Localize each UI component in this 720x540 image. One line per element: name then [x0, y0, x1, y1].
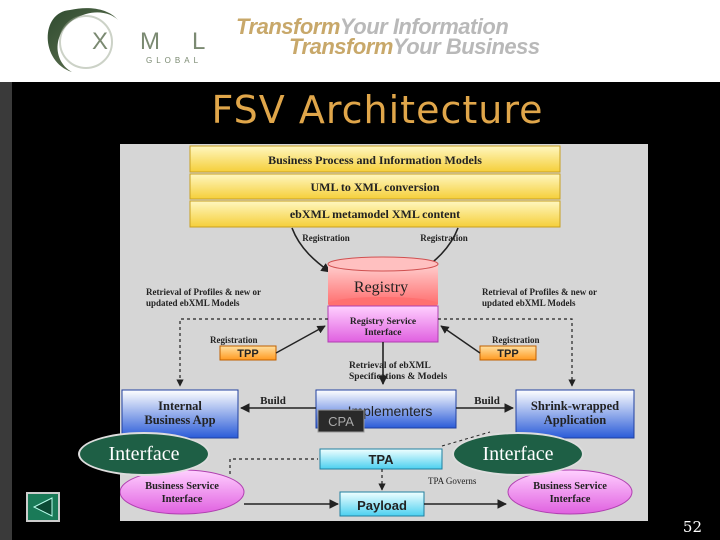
- model-box-3: [189, 200, 561, 228]
- model-box-3-label: ebXML metamodel XML content: [290, 207, 460, 221]
- bsi-oval-left: [120, 469, 245, 515]
- tagline-line-1: TransformYour Information: [236, 14, 509, 40]
- back-arrow-icon: [32, 497, 53, 517]
- tpp-label-left: TPP: [237, 348, 258, 360]
- xml-global-logo: XML GLOBAL: [0, 0, 215, 82]
- tpp-arrow-left: [275, 325, 326, 354]
- tpa-box: [319, 448, 443, 470]
- registration-label-left: Registration: [302, 233, 350, 243]
- tpa-dotted-left: [229, 458, 318, 474]
- tpa-dotted-link: [441, 431, 491, 447]
- tagline-2-transform: Transform: [289, 34, 393, 59]
- build-label-right: Build: [474, 395, 500, 407]
- logo-mark: XML: [92, 28, 238, 55]
- logo-swoosh-icon: [47, 8, 118, 72]
- tpp-arrow-right: [440, 325, 481, 354]
- payload-box: [339, 491, 425, 517]
- implementers-label: Implementers: [348, 403, 433, 419]
- tpa-label: TPA: [368, 452, 394, 467]
- shrink-wrapped-app-box: [515, 389, 635, 439]
- registration-tpp-left-label: Registration: [210, 335, 258, 345]
- tagline-1-rest: Your Information: [339, 14, 509, 39]
- registration-tpp-right-label: Registration: [492, 335, 540, 345]
- left-edge-strip: [0, 82, 12, 540]
- registration-label-right: Registration: [420, 233, 468, 243]
- tpp-label-right: TPP: [497, 348, 518, 360]
- slide-title: FSV Architecture: [211, 88, 544, 132]
- model-box-1: [189, 145, 561, 173]
- interface-oval-right: Interface: [452, 432, 584, 476]
- tagline-2-rest: Your Business: [392, 34, 540, 59]
- retrieval-dotted-left: [176, 318, 328, 387]
- cpa-label: CPA: [328, 414, 354, 429]
- interface-oval-left: Interface: [78, 432, 210, 476]
- tagline-1-transform: Transform: [236, 14, 340, 39]
- payload-label: Payload: [357, 498, 407, 513]
- registry-label: Registry: [354, 279, 408, 296]
- bsi-oval-right: [507, 469, 633, 515]
- page-number: 52: [682, 518, 702, 536]
- tpa-governs-label: TPA Governs: [428, 476, 477, 486]
- registration-arrow-left: [291, 227, 331, 273]
- tagline-line-2: TransformYour Business: [289, 34, 540, 60]
- build-label-left: Build: [260, 395, 286, 407]
- model-box-2: [189, 173, 561, 200]
- logo-subtext: GLOBAL: [146, 56, 203, 65]
- cpa-box: [317, 409, 365, 433]
- model-box-1-label: Business Process and Information Models: [268, 153, 482, 167]
- internal-business-app-box: [121, 389, 239, 439]
- previous-slide-button[interactable]: [26, 492, 60, 522]
- model-box-2-label: UML to XML conversion: [311, 180, 440, 194]
- retrieval-dotted-right: [438, 318, 576, 387]
- header-bar: XML GLOBAL TransformYour Information Tra…: [0, 0, 720, 82]
